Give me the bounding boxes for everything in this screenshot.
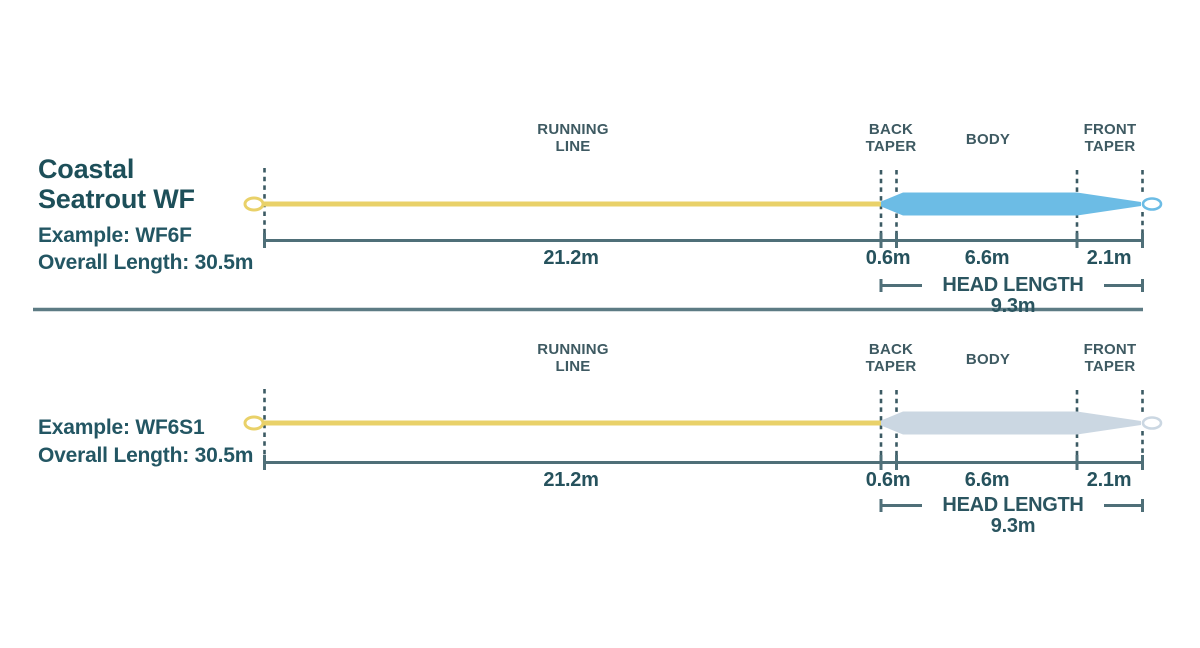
running-line-label-l2: LINE [555,358,591,375]
front-taper-label-l1: FRONT [1083,121,1137,138]
running-length-value: 21.2m [543,247,599,269]
back-taper-label: BACK TAPER [831,341,951,375]
head-length-end-ticks [879,279,1144,292]
running-length-value: 21.2m [543,469,599,491]
front-taper-label-l1: FRONT [1083,341,1137,358]
example-label: Example: WF6S1 [38,416,205,439]
back-taper-label-l2: TAPER [865,358,917,375]
running-line-segment [263,420,881,426]
rear-loop-icon [243,196,265,212]
head-taper-body [881,411,1141,435]
running-line-label-l1: RUNNING [537,121,609,138]
measure-ticks [263,455,1144,470]
front-taper-label-l2: TAPER [1084,138,1136,155]
rear-loop-icon [243,415,265,431]
front-taper-label-l2: TAPER [1084,358,1136,375]
body-label: BODY [965,131,1011,148]
front-loop-icon [1141,416,1163,430]
back-taper-label-l2: TAPER [865,138,917,155]
front-taper-length-value: 2.1m [1086,247,1132,269]
back-taper-label-l1: BACK [868,341,914,358]
head-length-value: HEAD LENGTH 9.3m [942,494,1084,537]
running-line-label-l2: LINE [555,138,591,155]
measure-ticks [263,233,1144,248]
running-line-segment [263,201,881,207]
running-line-label: RUNNING LINE [493,341,653,375]
front-loop-icon [1141,197,1163,211]
front-taper-length-value: 2.1m [1086,469,1132,491]
product-title: Coastal Seatrout WF [38,154,195,214]
product-title-line1: Coastal [38,154,135,184]
running-line-label-l1: RUNNING [537,341,609,358]
diagram-bottom-line-art [243,389,1163,512]
back-taper-label: BACK TAPER [831,121,951,155]
head-taper-body [881,192,1141,216]
head-length-value: HEAD LENGTH 9.3m [942,274,1084,317]
front-taper-label: FRONT TAPER [1050,341,1170,375]
back-taper-label-l1: BACK [868,121,914,138]
back-taper-length-value: 0.6m [865,469,911,491]
back-taper-length-value: 0.6m [865,247,911,269]
diagram-top-line-art [243,168,1163,292]
head-length-end-ticks [879,499,1144,512]
overall-length-label: Overall Length: 30.5m [38,251,254,274]
overall-length-label: Overall Length: 30.5m [38,444,254,467]
body-length-value: 6.6m [964,469,1010,491]
example-label: Example: WF6F [38,224,192,247]
product-title-line2: Seatrout WF [38,184,195,214]
body-length-value: 6.6m [964,247,1010,269]
body-label: BODY [965,351,1011,368]
front-taper-label: FRONT TAPER [1050,121,1170,155]
running-line-label: RUNNING LINE [493,121,653,155]
